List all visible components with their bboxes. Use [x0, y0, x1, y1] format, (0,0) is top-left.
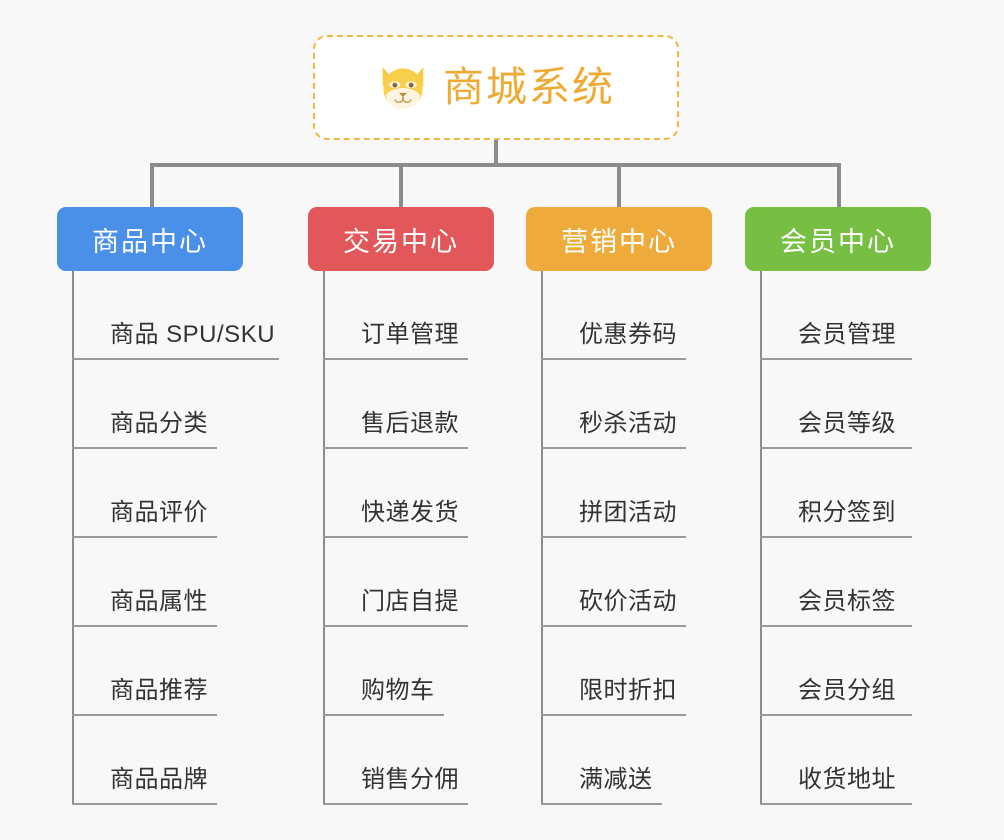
leaf-underline — [323, 447, 468, 449]
leaf-underline — [72, 536, 217, 538]
leaf-item[interactable]: 收货地址 — [760, 716, 912, 805]
branch-spine — [72, 271, 74, 805]
leaf-item[interactable]: 商品推荐 — [72, 627, 275, 716]
category-box-1[interactable]: 商品中心 — [57, 207, 243, 271]
category-box-3[interactable]: 营销中心 — [526, 207, 712, 271]
leaf-label: 快递发货 — [361, 499, 459, 526]
root-title: 商城系统 — [443, 64, 615, 110]
leaf-label: 满减送 — [579, 766, 653, 793]
leaf-underline — [72, 625, 217, 627]
leaf-label: 限时折扣 — [579, 677, 677, 704]
leaf-underline — [72, 358, 279, 360]
leaf-item[interactable]: 快递发货 — [323, 449, 468, 538]
branch-spine — [541, 271, 543, 805]
leaf-label: 砍价活动 — [579, 588, 677, 615]
leaf-label: 商品评价 — [110, 499, 208, 526]
connector-drop-4 — [837, 163, 841, 207]
leaf-underline — [541, 625, 686, 627]
leaf-item[interactable]: 秒杀活动 — [541, 360, 686, 449]
category-label: 商品中心 — [92, 226, 208, 257]
leaf-label: 订单管理 — [361, 321, 459, 348]
leaf-item[interactable]: 积分签到 — [760, 449, 912, 538]
leaf-item[interactable]: 销售分佣 — [323, 716, 468, 805]
leaf-label: 销售分佣 — [361, 766, 459, 793]
leaf-label: 商品属性 — [110, 588, 208, 615]
leaf-underline — [72, 714, 217, 716]
leaf-underline — [760, 536, 912, 538]
leaf-underline — [760, 803, 912, 805]
leaf-label: 会员分组 — [798, 677, 896, 704]
leaf-underline — [72, 803, 217, 805]
category-label: 会员中心 — [780, 226, 896, 257]
branch-spine — [323, 271, 325, 805]
leaf-item[interactable]: 售后退款 — [323, 360, 468, 449]
leaf-label: 售后退款 — [361, 410, 459, 437]
leaf-label: 积分签到 — [798, 499, 896, 526]
connector-drop-2 — [399, 163, 403, 207]
shiba-dog-face-icon — [382, 66, 424, 108]
leaf-item[interactable]: 会员标签 — [760, 538, 912, 627]
leaf-item[interactable]: 订单管理 — [323, 271, 468, 360]
branch-column-2: 订单管理售后退款快递发货门店自提购物车销售分佣 — [323, 271, 468, 805]
leaf-underline — [323, 714, 444, 716]
leaf-item[interactable]: 拼团活动 — [541, 449, 686, 538]
leaf-label: 秒杀活动 — [579, 410, 677, 437]
connector-horizontal-bus — [150, 163, 841, 167]
leaf-label: 拼团活动 — [579, 499, 677, 526]
leaf-underline — [323, 625, 468, 627]
branch-column-1: 商品 SPU/SKU 商品分类商品评价商品属性商品推荐商品品牌 — [72, 271, 279, 805]
category-box-2[interactable]: 交易中心 — [308, 207, 494, 271]
leaf-underline — [541, 803, 662, 805]
leaf-underline — [541, 358, 686, 360]
leaf-label: 收货地址 — [798, 766, 896, 793]
branch-column-3: 优惠券码秒杀活动拼团活动砍价活动限时折扣满减送 — [541, 271, 686, 805]
leaf-underline — [323, 536, 468, 538]
leaf-label: 门店自提 — [361, 588, 459, 615]
category-label: 营销中心 — [561, 226, 677, 257]
leaf-underline — [323, 803, 468, 805]
leaf-underline — [760, 447, 912, 449]
leaf-item[interactable]: 商品属性 — [72, 538, 275, 627]
leaf-label: 商品推荐 — [110, 677, 208, 704]
branch-spine — [760, 271, 762, 805]
leaf-label: 会员标签 — [798, 588, 896, 615]
leaf-item[interactable]: 会员管理 — [760, 271, 912, 360]
leaf-item[interactable]: 会员分组 — [760, 627, 912, 716]
leaf-item[interactable]: 砍价活动 — [541, 538, 686, 627]
leaf-underline — [72, 447, 217, 449]
leaf-label: 优惠券码 — [579, 321, 677, 348]
leaf-underline — [760, 625, 912, 627]
leaf-item[interactable]: 会员等级 — [760, 360, 912, 449]
leaf-label: 商品品牌 — [110, 766, 208, 793]
leaf-underline — [541, 536, 686, 538]
category-box-4[interactable]: 会员中心 — [745, 207, 931, 271]
leaf-item[interactable]: 限时折扣 — [541, 627, 686, 716]
leaf-label: 会员等级 — [798, 410, 896, 437]
category-label: 交易中心 — [343, 226, 459, 257]
leaf-label: 会员管理 — [798, 321, 896, 348]
leaf-label: 购物车 — [361, 677, 435, 704]
leaf-label: 商品分类 — [110, 410, 208, 437]
leaf-item[interactable]: 优惠券码 — [541, 271, 686, 360]
leaf-item[interactable]: 商品分类 — [72, 360, 275, 449]
leaf-item[interactable]: 购物车 — [323, 627, 459, 716]
leaf-item[interactable]: 门店自提 — [323, 538, 468, 627]
connector-drop-3 — [617, 163, 621, 207]
root-node[interactable]: 商城系统 — [313, 35, 679, 140]
leaf-underline — [541, 714, 686, 716]
branch-column-4: 会员管理会员等级积分签到会员标签会员分组收货地址 — [760, 271, 912, 805]
leaf-item[interactable]: 商品品牌 — [72, 716, 275, 805]
leaf-item[interactable]: 商品评价 — [72, 449, 275, 538]
leaf-item[interactable]: 满减送 — [541, 716, 677, 805]
leaf-underline — [760, 714, 912, 716]
leaf-underline — [541, 447, 686, 449]
leaf-underline — [323, 358, 468, 360]
leaf-item[interactable]: 商品 SPU/SKU — [72, 271, 279, 360]
connector-drop-1 — [150, 163, 154, 207]
connector-root-stem — [494, 140, 498, 165]
leaf-underline — [760, 358, 912, 360]
leaf-label: 商品 SPU/SKU — [110, 321, 276, 348]
